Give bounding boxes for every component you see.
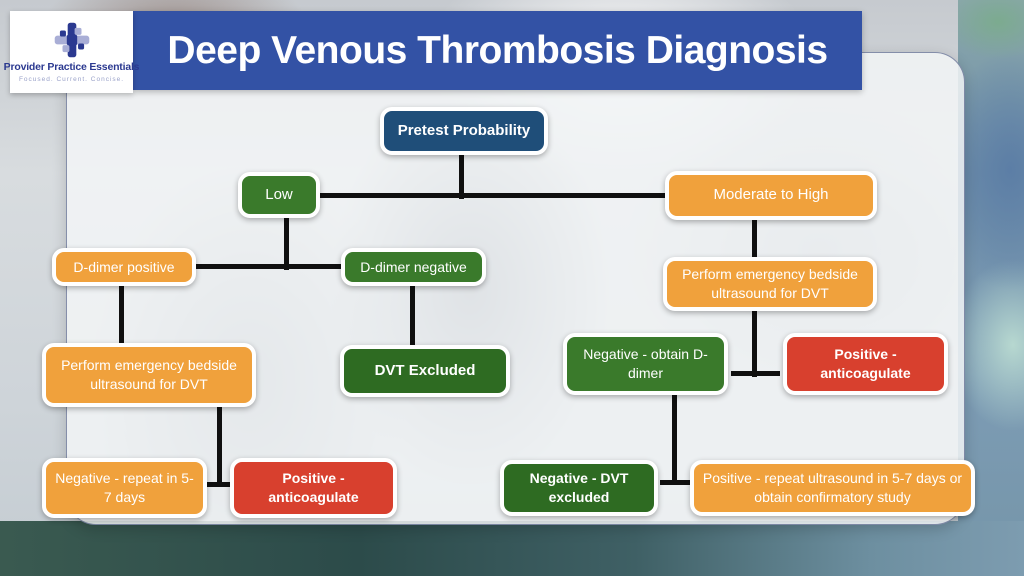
connector-ddimerneg-down [410,283,415,347]
node-ddimer-positive: D-dimer positive [52,248,196,286]
connector-low-down [284,218,289,270]
node-ddimer-negative: D-dimer negative [341,248,486,286]
connector-moderate-down [752,218,757,259]
connector-performright-down [752,308,757,377]
connector-pretest-down [459,155,464,199]
node-negative-dvt-excluded: Negative - DVT excluded [500,460,658,516]
page-title: Deep Venous Thrombosis Diagnosis [167,28,828,72]
connector-performleft-down [217,405,222,487]
node-pretest-probability: Pretest Probability [380,107,548,155]
logo-name: Provider Practice Essentials [3,61,140,73]
node-positive-anticoagulate-right: Positive - anticoagulate [783,333,948,395]
node-positive-anticoagulate-left: Positive - anticoagulate [230,458,397,518]
connector-low-to-moderate [318,193,668,198]
title-bar: Deep Venous Thrombosis Diagnosis [133,11,862,90]
connector-ddimerpos-down [119,283,124,345]
logo-tagline: Focused. Current. Concise. [18,76,125,83]
node-perform-ultrasound-left: Perform emergency bedside ultrasound for… [42,343,256,407]
photo-bottom-strip [0,521,1024,576]
node-positive-repeat-ultrasound: Positive - repeat ultrasound in 5-7 days… [690,460,975,516]
connector-negobtain-down [672,393,677,485]
puzzle-cross-icon [54,22,89,58]
node-dvt-excluded: DVT Excluded [340,345,510,397]
provider-practice-essentials-logo: Provider Practice Essentials Focused. Cu… [4,11,140,93]
connector-performleft-tee [204,482,235,487]
node-moderate-to-high: Moderate to High [665,171,877,220]
connector-negobtain-tee [660,480,691,485]
connector-ddimer-horizontal [194,264,343,269]
node-low: Low [238,172,320,218]
connector-performright-tee [731,371,780,376]
node-negative-repeat-5-7-days: Negative - repeat in 5-7 days [42,458,207,518]
node-negative-obtain-ddimer: Negative - obtain D-dimer [563,333,728,395]
node-perform-ultrasound-right: Perform emergency bedside ultrasound for… [663,257,877,311]
